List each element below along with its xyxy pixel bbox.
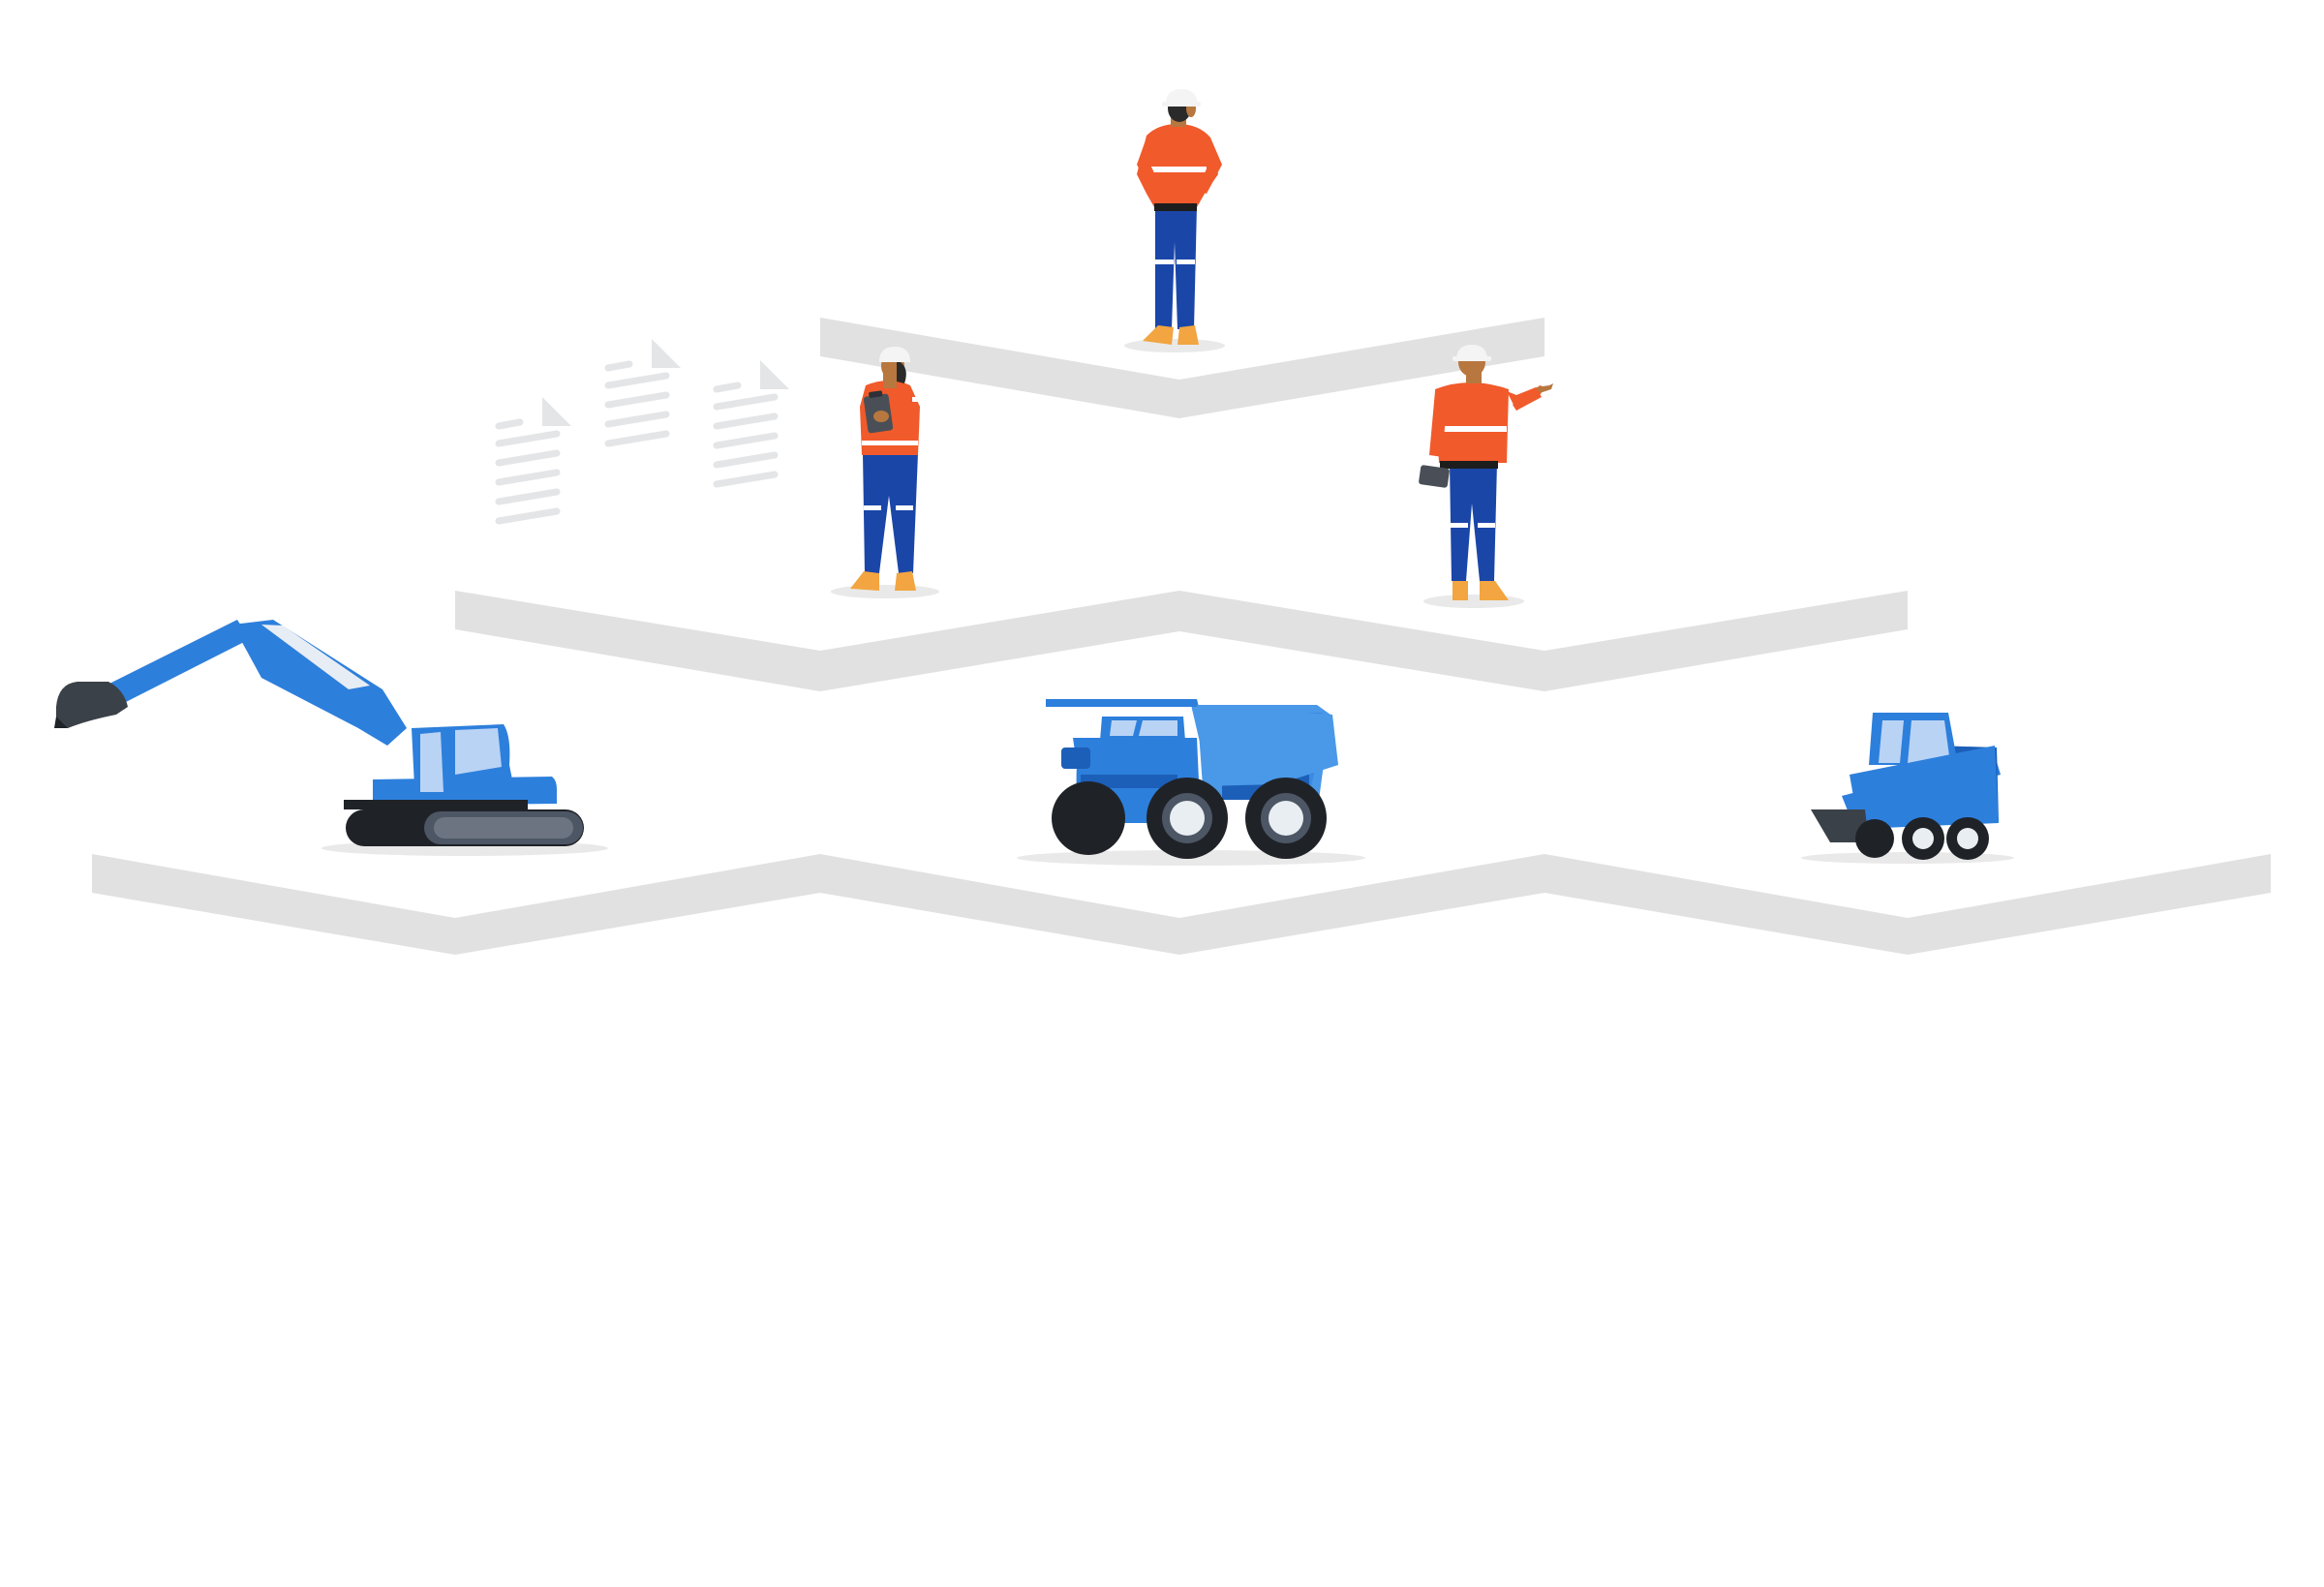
supervisor-worker-icon xyxy=(1137,89,1222,345)
platform-top xyxy=(820,318,1544,418)
worker-pointing-icon xyxy=(1419,345,1553,600)
platform-bottom xyxy=(92,854,2271,955)
dump-truck-icon xyxy=(1046,699,1338,859)
excavator-icon xyxy=(54,620,584,846)
document-icon xyxy=(495,339,789,525)
platform-middle xyxy=(455,591,1908,691)
worker-with-clipboard-icon xyxy=(850,347,922,591)
skid-steer-icon xyxy=(1811,713,2001,860)
